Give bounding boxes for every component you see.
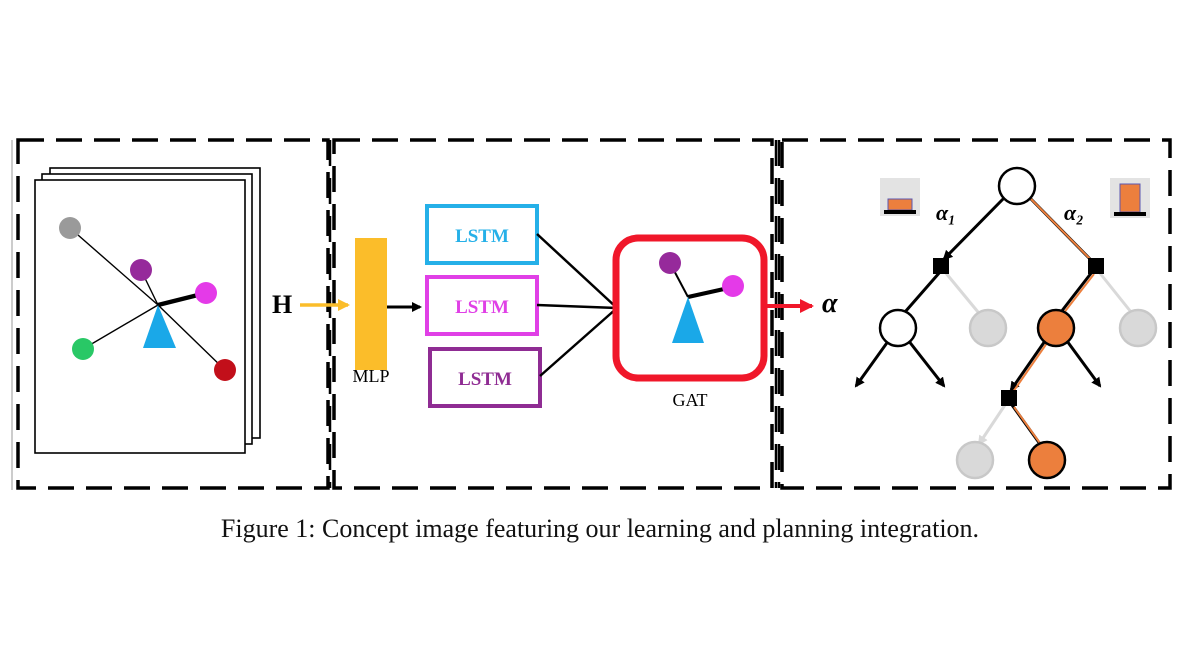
scene-frames <box>34 167 261 454</box>
tree-node-white <box>878 308 918 348</box>
gat-graph <box>659 252 744 343</box>
output-label: α <box>822 288 838 319</box>
input-label: H <box>272 290 292 319</box>
tree-root-node <box>997 166 1037 206</box>
node-red <box>214 359 236 381</box>
tree-node-orange-2 <box>1027 440 1067 480</box>
figure-caption: Figure 1: Concept image featuring our le… <box>220 514 980 543</box>
node-magenta <box>195 282 217 304</box>
state-thumbnail-left <box>880 178 920 216</box>
tree-nodes <box>878 166 1158 480</box>
tree-node-gray-1 <box>968 308 1008 348</box>
tree-node-gray-3 <box>955 440 995 480</box>
branch-label-1: α₁ <box>936 200 956 225</box>
gat-label: GAT <box>673 390 708 410</box>
branch-label-2: α₂ <box>1064 200 1084 225</box>
tree-action-squares <box>933 258 1104 406</box>
scene-graph <box>59 217 236 381</box>
lstm-label-1: LSTM <box>455 226 509 247</box>
panel-scene <box>16 138 330 490</box>
lstm-label-2: LSTM <box>455 297 509 318</box>
lstm-block-3 <box>428 347 542 408</box>
panel-network <box>332 138 774 490</box>
tree-node-orange-1 <box>1036 308 1076 348</box>
agent-triangle <box>143 305 176 348</box>
panel-frames <box>16 138 1172 490</box>
lstm-to-gat-edges <box>536 233 618 377</box>
node-purple <box>130 259 152 281</box>
node-gray <box>59 217 81 239</box>
mlp-label: MLP <box>352 366 389 386</box>
state-thumbnail-right <box>1110 178 1150 218</box>
mlp-block <box>355 238 387 370</box>
lstm-label-3: LSTM <box>458 369 512 390</box>
lstm-block-2 <box>425 275 539 336</box>
tree-edges <box>854 195 1133 447</box>
tree-node-gray-2 <box>1118 308 1158 348</box>
panel-tree <box>780 138 1172 490</box>
node-green <box>72 338 94 360</box>
lstm-block-1 <box>425 204 539 265</box>
